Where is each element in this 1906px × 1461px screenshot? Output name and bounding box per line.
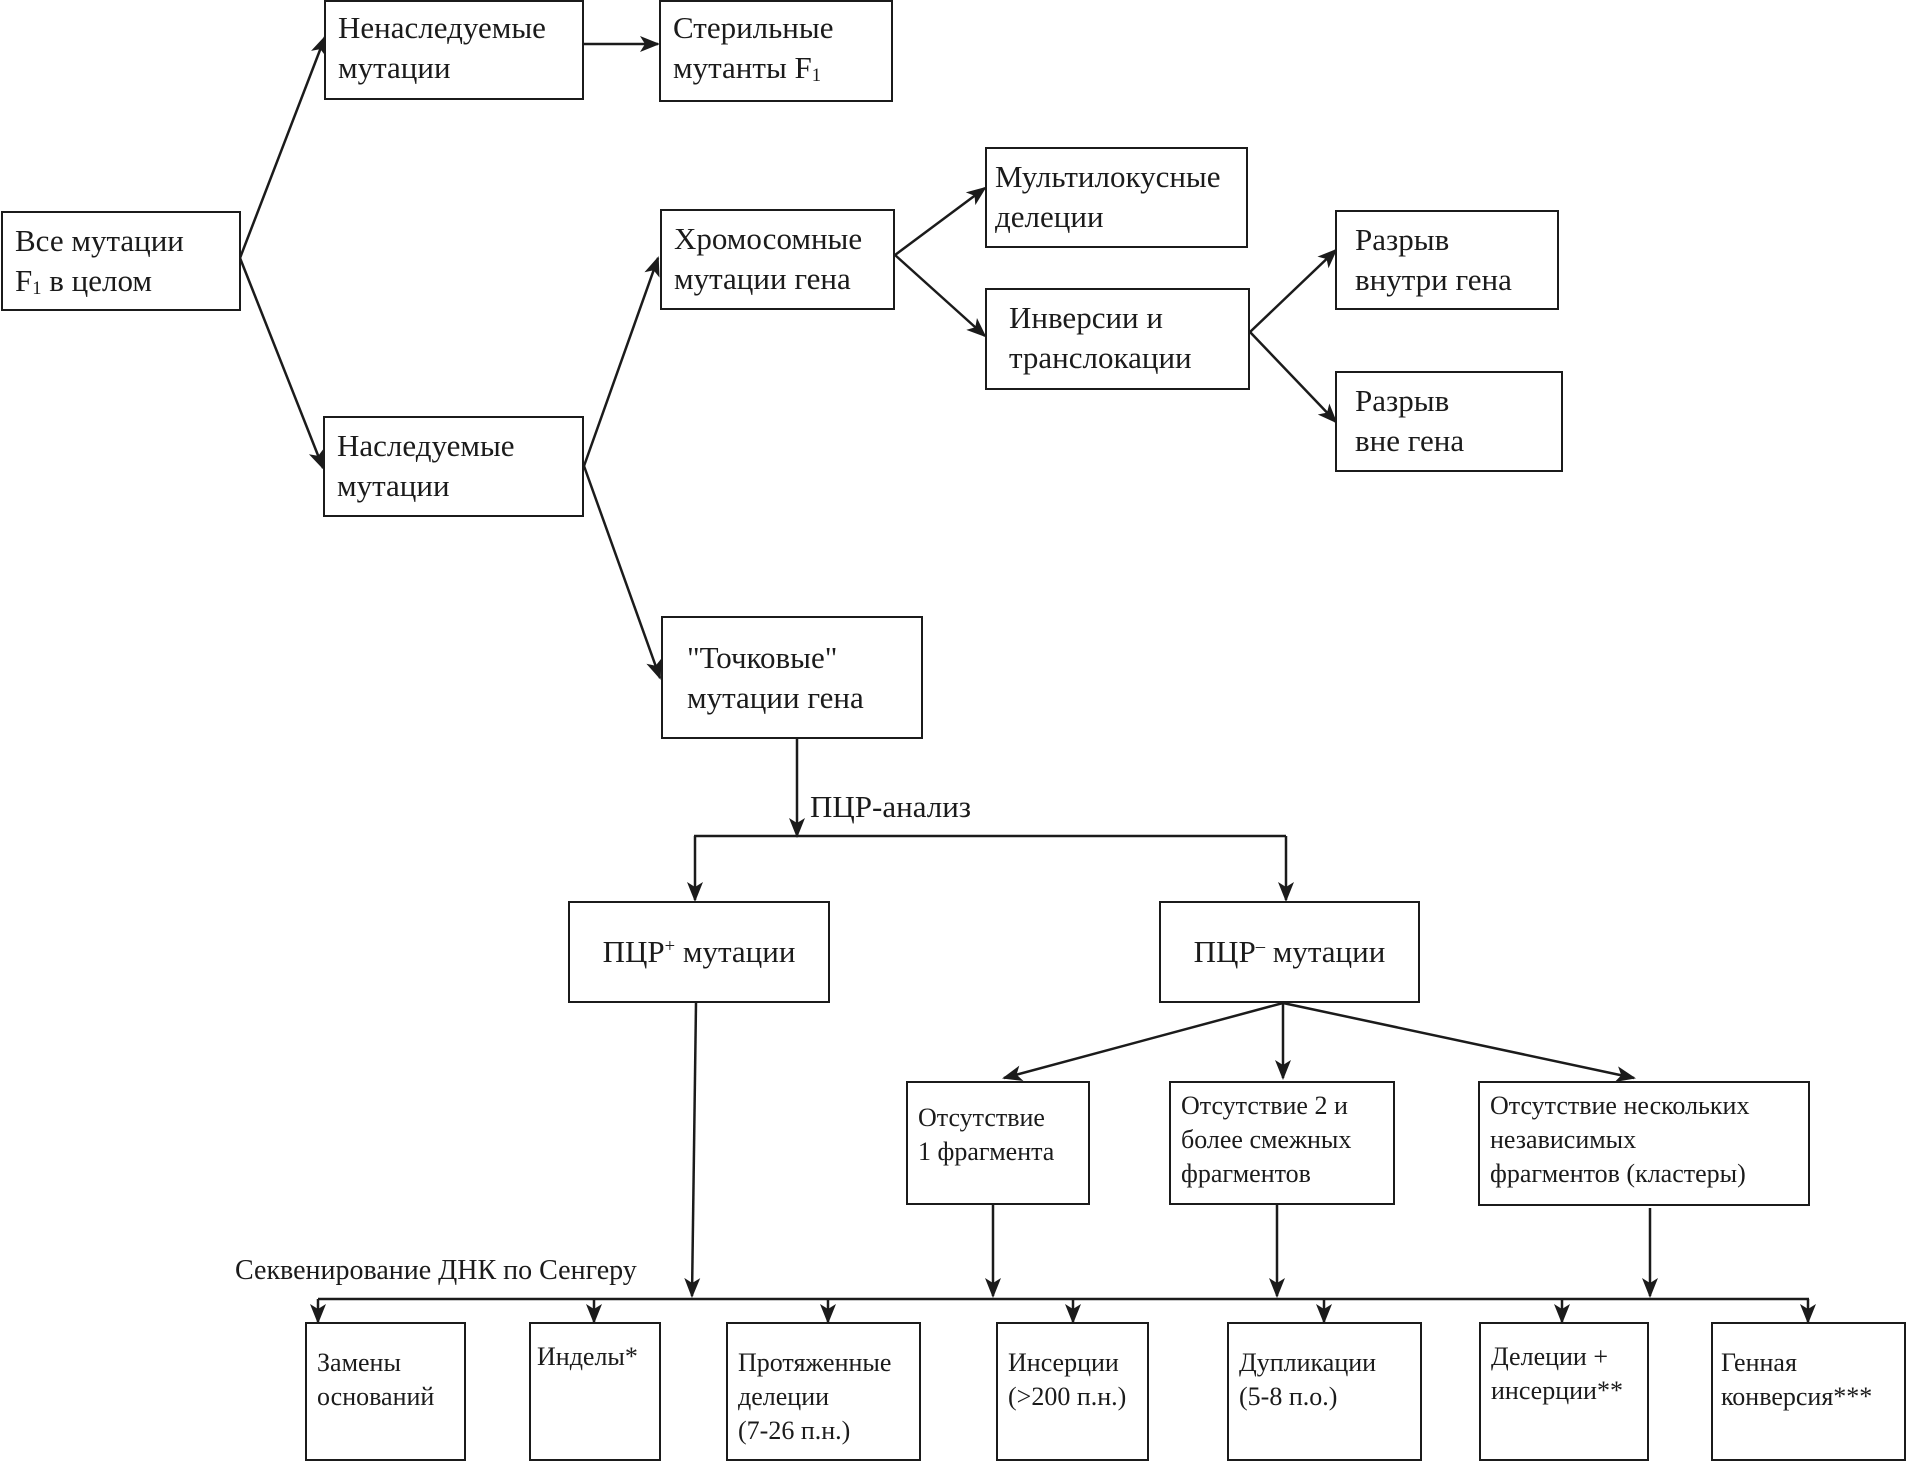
- node-hereditary-line1: Наследуемые: [337, 428, 515, 463]
- node-break-outside-gene: Разрыв вне гена: [1335, 371, 1563, 472]
- arrow-pcr-neg-to-absent-clusters: [1282, 1001, 1636, 1083]
- result-base-substitutions: Замены оснований: [305, 1322, 466, 1461]
- node-chromosomal: Хромосомные мутации гена: [660, 209, 895, 310]
- arrow-hereditary-to-point: [582, 465, 662, 680]
- arrow-chromosomal-to-multilocus: [894, 186, 987, 257]
- node-absent-adjacent-line3: фрагментов: [1181, 1159, 1311, 1188]
- arrow-pcr-neg-to-absent-one: [1002, 1001, 1284, 1082]
- result-extended-deletions: Протяженные делеции (7-26 п.н.): [726, 1322, 921, 1461]
- node-all-mutations-line2: F1 в целом: [15, 263, 153, 299]
- node-hereditary-line2: мутации: [337, 468, 450, 503]
- arrow-hereditary-to-chromosomal: [582, 256, 660, 467]
- node-multilocus: Мультилокусные делеции: [985, 147, 1248, 248]
- node-break-outside-line1: Разрыв: [1355, 383, 1450, 418]
- result-4-line1: Инсерции: [1008, 1348, 1119, 1377]
- node-non-hereditary-line2: мутации: [338, 50, 451, 85]
- node-non-hereditary-line1: Ненаследуемые: [338, 10, 546, 45]
- result-3-line3: (7-26 п.н.): [738, 1416, 851, 1445]
- result-2-line1: Инделы*: [537, 1342, 638, 1371]
- node-point-line2: мутации гена: [687, 680, 864, 715]
- node-sterile-line1: Стерильные: [673, 10, 834, 45]
- result-7-line2: конверсия***: [1721, 1382, 1873, 1411]
- result-duplications: Дупликации (5-8 п.о.): [1227, 1322, 1422, 1461]
- node-inversions: Инверсии и транслокации: [985, 288, 1250, 390]
- node-break-inside-gene: Разрыв внутри гена: [1335, 210, 1559, 310]
- result-gene-conversion: Генная конверсия***: [1711, 1322, 1906, 1461]
- node-multilocus-line1: Мультилокусные: [995, 159, 1221, 194]
- node-pcr-positive: ПЦР+ мутации: [568, 901, 830, 1003]
- result-6-line2: инсерции**: [1491, 1376, 1623, 1405]
- node-absent-adjacent-line1: Отсутствие 2 и: [1181, 1091, 1348, 1120]
- node-absent-one-line1: Отсутствие: [918, 1103, 1045, 1132]
- node-pcr-negative-text: ПЦР– мутации: [1193, 934, 1386, 969]
- node-sterile-line2: мутанты F1: [673, 50, 822, 86]
- result-1-line2: оснований: [317, 1382, 435, 1411]
- result-5-line1: Дупликации: [1239, 1348, 1377, 1377]
- label-sanger-sequencing: Секвенирование ДНК по Сенгеру: [235, 1255, 637, 1286]
- node-inversions-line1: Инверсии и: [1009, 300, 1163, 335]
- node-break-outside-line2: вне гена: [1355, 423, 1465, 458]
- result-6-line1: Делеции +: [1491, 1342, 1609, 1371]
- label-pcr-analysis: ПЦР-анализ: [810, 789, 972, 824]
- node-absent-clusters-line2: независимых: [1490, 1125, 1637, 1154]
- node-absent-adjacent-fragments: Отсутствие 2 и более смежных фрагментов: [1169, 1081, 1395, 1205]
- node-absent-one-line2: 1 фрагмента: [918, 1137, 1055, 1166]
- arrow-chromosomal-to-inversions: [894, 254, 987, 338]
- node-absent-clusters: Отсутствие нескольких независимых фрагме…: [1478, 1081, 1810, 1206]
- result-indels: Инделы*: [529, 1322, 661, 1461]
- result-insertions: Инсерции (>200 п.н.): [996, 1322, 1149, 1461]
- arrow-inversions-to-break-outside: [1249, 331, 1338, 424]
- result-3-line2: делеции: [738, 1382, 830, 1411]
- node-point-line1: "Точковые": [687, 640, 838, 675]
- arrow-all-to-hereditary: [238, 257, 325, 470]
- node-pcr-negative: ПЦР– мутации: [1159, 901, 1420, 1003]
- node-multilocus-line2: делеции: [995, 199, 1104, 234]
- node-non-hereditary: Ненаследуемые мутации: [324, 0, 584, 100]
- result-3-line1: Протяженные: [738, 1348, 892, 1377]
- node-break-inside-line2: внутри гена: [1355, 262, 1512, 297]
- arrow-all-to-nonhereditary: [238, 35, 327, 259]
- arrow-inversions-to-break-inside: [1249, 248, 1338, 333]
- node-absent-one-fragment: Отсутствие 1 фрагмента: [906, 1081, 1090, 1205]
- node-sterile-mutants: Стерильные мутанты F1: [659, 0, 893, 102]
- node-absent-clusters-line1: Отсутствие нескольких: [1490, 1091, 1750, 1120]
- result-7-line1: Генная: [1721, 1348, 1797, 1377]
- node-point-mutations: "Точковые" мутации гена: [661, 616, 923, 739]
- node-chromosomal-line1: Хромосомные: [674, 221, 863, 256]
- node-hereditary: Наследуемые мутации: [323, 416, 584, 517]
- result-1-line1: Замены: [317, 1348, 401, 1377]
- node-all-mutations-line1: Все мутации: [15, 223, 184, 258]
- node-chromosomal-line2: мутации гена: [674, 261, 851, 296]
- node-break-inside-line1: Разрыв: [1355, 222, 1450, 257]
- result-5-line2: (5-8 п.о.): [1239, 1382, 1338, 1411]
- node-pcr-positive-text: ПЦР+ мутации: [602, 934, 796, 969]
- result-4-line2: (>200 п.н.): [1008, 1382, 1127, 1411]
- arrow-pcr-pos-to-sequencing: [684, 1002, 701, 1298]
- result-deletions-insertions: Делеции + инсерции**: [1479, 1322, 1649, 1461]
- node-absent-adjacent-line2: более смежных: [1181, 1125, 1352, 1154]
- node-inversions-line2: транслокации: [1009, 340, 1192, 375]
- node-absent-clusters-line3: фрагментов (кластеры): [1490, 1159, 1746, 1188]
- node-all-mutations: Все мутации F1 в целом: [1, 211, 241, 311]
